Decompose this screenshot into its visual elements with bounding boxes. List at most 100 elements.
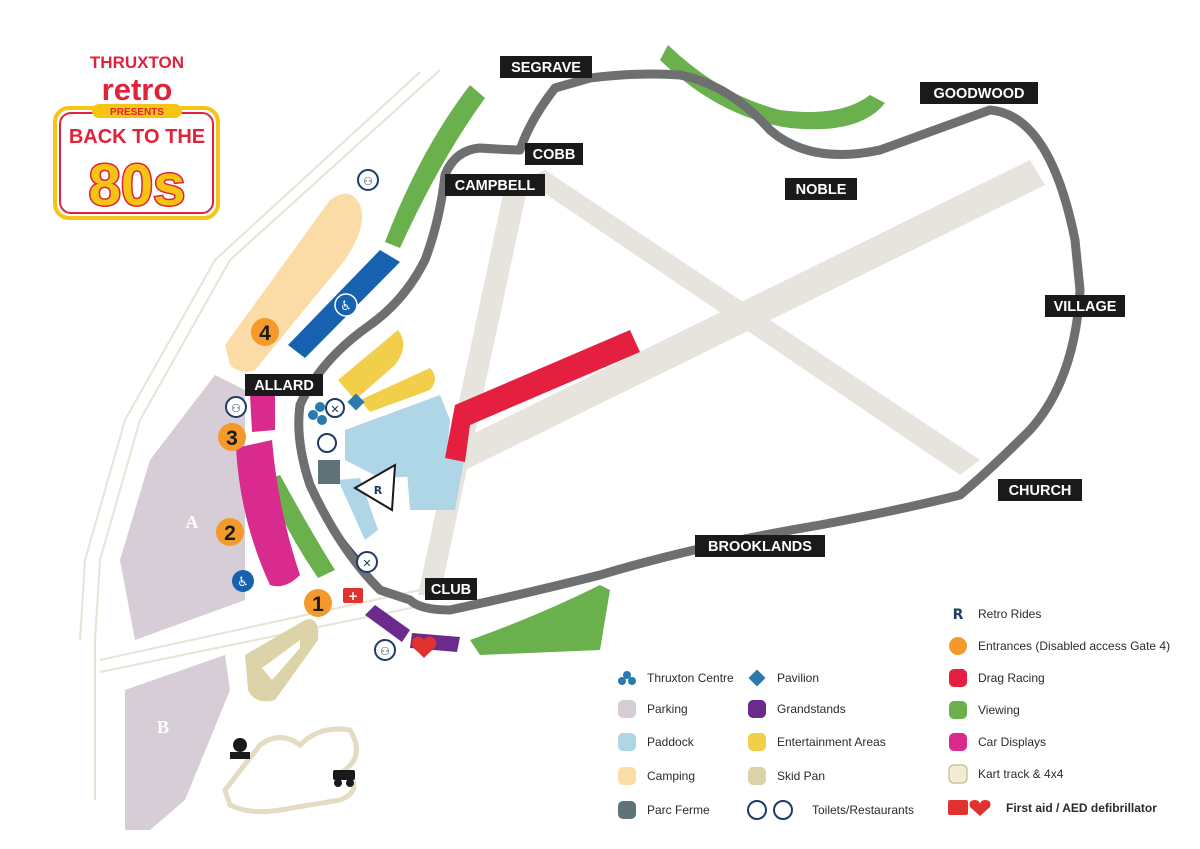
legend-label: Entrances (Disabled access Gate 4) bbox=[978, 639, 1170, 653]
legend-swatch bbox=[618, 700, 636, 718]
svg-text:CHURCH: CHURCH bbox=[1009, 483, 1072, 499]
thruxton-centre-icon bbox=[618, 671, 636, 685]
toilets-icon bbox=[317, 433, 337, 453]
defibrillator-icon bbox=[411, 636, 437, 658]
corner-label-brooklands: BROOKLANDS bbox=[695, 535, 825, 557]
svg-text:CLUB: CLUB bbox=[431, 582, 471, 598]
four-by-four-icon bbox=[333, 770, 355, 787]
legend-item-entrances-disabled-access-gate-4: Entrances (Disabled access Gate 4) bbox=[949, 637, 1170, 655]
legend-item-toilets-restaurants: Toilets/Restaurants bbox=[747, 800, 914, 820]
corner-label-allard: ALLARD bbox=[245, 374, 323, 396]
viewing-south bbox=[470, 585, 610, 655]
svg-text:ALLARD: ALLARD bbox=[254, 378, 314, 394]
legend-label: Entertainment Areas bbox=[777, 735, 886, 749]
legend-item-grandstands: Grandstands bbox=[748, 700, 846, 718]
corner-label-church: CHURCH bbox=[998, 479, 1082, 501]
parking-areas bbox=[120, 375, 245, 830]
legend-label: Car Displays bbox=[978, 735, 1046, 749]
legend-label: Grandstands bbox=[777, 702, 846, 716]
legend-label: Kart track & 4x4 bbox=[978, 767, 1064, 781]
pavilion-icon bbox=[347, 393, 365, 411]
legend-item-pavilion: Pavilion bbox=[748, 669, 819, 687]
svg-text:⚇: ⚇ bbox=[231, 402, 241, 415]
legend-label: Thruxton Centre bbox=[647, 671, 734, 685]
entrance-1: 1 bbox=[304, 589, 332, 617]
retro-rides-icon: R bbox=[353, 463, 397, 512]
viewing-north bbox=[660, 45, 885, 130]
legend-swatch bbox=[618, 767, 636, 785]
legend-label: First aid / AED defibrillator bbox=[1006, 801, 1157, 815]
viewing-club bbox=[265, 475, 335, 578]
corner-label-noble: NOBLE bbox=[785, 178, 857, 200]
legend-label: Camping bbox=[647, 769, 695, 783]
svg-text:✕: ✕ bbox=[362, 557, 371, 570]
parking-zone-a-label: A bbox=[186, 512, 199, 532]
restaurant-icon: ✕ bbox=[325, 398, 345, 418]
svg-text:SEGRAVE: SEGRAVE bbox=[511, 60, 581, 76]
svg-text:♿: ♿ bbox=[237, 575, 249, 590]
svg-text:4: 4 bbox=[259, 322, 271, 345]
svg-text:3: 3 bbox=[226, 427, 238, 450]
pavilion-icon bbox=[748, 669, 766, 687]
legend-swatch bbox=[618, 733, 636, 751]
legend-label: Parc Ferme bbox=[647, 803, 710, 817]
svg-text:⚇: ⚇ bbox=[380, 645, 390, 658]
svg-text:retro: retro bbox=[102, 72, 173, 107]
legend-swatch bbox=[949, 669, 967, 687]
toilets-icon: ⚇ bbox=[374, 639, 396, 661]
legend-swatch bbox=[748, 733, 766, 751]
legend-item-first-aid-aed-defibrillator: First aid / AED defibrillator bbox=[948, 800, 1157, 816]
legend-item-kart-track-4x4: Kart track & 4x4 bbox=[948, 764, 1064, 784]
accessible-icon: ♿ bbox=[334, 293, 358, 317]
legend-item-car-displays: Car Displays bbox=[949, 733, 1046, 751]
kart-track bbox=[222, 726, 359, 815]
entrance-4: 4 bbox=[251, 318, 279, 346]
entrance-2: 2 bbox=[216, 518, 244, 546]
legend-swatch bbox=[949, 637, 967, 655]
legend-item-parc-ferme: Parc Ferme bbox=[618, 801, 710, 819]
legend-item-drag-racing: Drag Racing bbox=[949, 669, 1045, 687]
legend-item-viewing: Viewing bbox=[949, 701, 1020, 719]
kart-icon bbox=[230, 738, 250, 759]
retro-rides-icon: R bbox=[953, 607, 964, 623]
legend-swatch bbox=[949, 733, 967, 751]
svg-text:GOODWOOD: GOODWOOD bbox=[933, 86, 1024, 102]
toilets-icon: ⚇ bbox=[357, 169, 379, 191]
legend-item-camping: Camping bbox=[618, 767, 695, 785]
svg-text:PRESENTS: PRESENTS bbox=[110, 107, 164, 118]
legend-swatch bbox=[748, 700, 766, 718]
skid-pan bbox=[245, 619, 319, 702]
svg-text:COBB: COBB bbox=[533, 147, 576, 163]
corner-label-village: VILLAGE bbox=[1045, 295, 1125, 317]
drag-racing-strip bbox=[445, 330, 640, 462]
legend-swatch bbox=[748, 767, 766, 785]
svg-text:+: + bbox=[348, 589, 358, 603]
legend-item-skid-pan: Skid Pan bbox=[748, 767, 825, 785]
legend-item-retro-rides: R Retro Rides bbox=[953, 607, 1042, 623]
svg-text:VILLAGE: VILLAGE bbox=[1054, 299, 1117, 315]
svg-text:2: 2 bbox=[224, 522, 236, 545]
svg-text:NOBLE: NOBLE bbox=[796, 182, 847, 198]
legend-label: Skid Pan bbox=[777, 769, 825, 783]
svg-text:CAMPBELL: CAMPBELL bbox=[455, 178, 536, 194]
corner-label-club: CLUB bbox=[425, 578, 477, 600]
toilets-icon: ⚇ bbox=[225, 396, 247, 418]
legend-label: Pavilion bbox=[777, 671, 819, 685]
legend-swatch bbox=[618, 801, 636, 819]
runway-nw-se bbox=[525, 170, 980, 475]
runways bbox=[418, 160, 1045, 595]
legend-label: Retro Rides bbox=[978, 607, 1041, 621]
entertainment-areas bbox=[338, 330, 435, 412]
svg-text:1: 1 bbox=[312, 593, 324, 616]
legend-swatch bbox=[948, 764, 968, 784]
parking-zone-b-label: B bbox=[157, 717, 169, 737]
event-logo: THRUXTON retro PRESENTS BACK TO THE 80s bbox=[53, 53, 220, 220]
legend-item-parking: Parking bbox=[618, 700, 688, 718]
legend-label: Parking bbox=[647, 702, 688, 716]
legend-label: Paddock bbox=[647, 735, 695, 749]
svg-text:BACK TO THE: BACK TO THE bbox=[69, 126, 205, 148]
toilets-restaurants-icon bbox=[747, 800, 793, 820]
legend-label: Viewing bbox=[978, 703, 1020, 717]
